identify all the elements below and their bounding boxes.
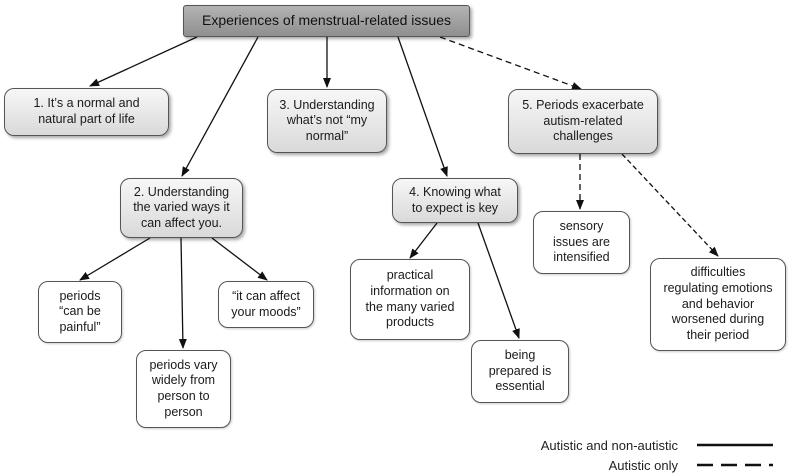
edge-theme-4-to-sub-products xyxy=(409,222,438,259)
edge-root-to-theme-1 xyxy=(89,36,198,87)
subtheme-sensory-node: sensory issues are intensified xyxy=(533,211,630,274)
legend-dashed-label: Autistic only xyxy=(608,458,678,473)
subtheme-prepared-node: being prepared is essential xyxy=(471,340,569,403)
root-node: Experiences of menstrual-related issues xyxy=(183,5,470,37)
edge-root-to-theme-2 xyxy=(181,36,259,177)
edge-root-to-theme-5 xyxy=(439,36,582,90)
edge-theme-2-to-sub-painful xyxy=(79,237,151,281)
subtheme-vary-node: periods vary widely from person to perso… xyxy=(136,350,231,428)
theme-3-node: 3. Understanding what’s not “my normal” xyxy=(267,89,387,153)
subtheme-moods-node: “it can affect your moods” xyxy=(218,281,314,328)
theme-2-node: 2. Understanding the varied ways it can … xyxy=(120,178,243,238)
subtheme-emotions-node: difficulties regulating emotions and beh… xyxy=(650,258,786,351)
theme-4-node: 4. Knowing what to expect is key xyxy=(392,178,518,223)
legend-solid-label: Autistic and non-autistic xyxy=(540,438,678,453)
subtheme-painful-node: periods “can be painful” xyxy=(38,281,122,343)
edge-theme-5-to-sub-emotions xyxy=(621,153,719,257)
subtheme-products-node: practical information on the many varied… xyxy=(350,259,470,340)
edge-root-to-theme-4 xyxy=(397,36,448,177)
edge-theme-2-to-sub-moods xyxy=(211,237,268,281)
theme-1-node: 1. It’s a normal and natural part of lif… xyxy=(4,88,169,136)
theme-5-node: 5. Periods exacerbate autism-related cha… xyxy=(508,89,658,154)
edge-theme-4-to-sub-prepared xyxy=(477,222,520,339)
edge-theme-2-to-sub-vary xyxy=(178,237,187,349)
